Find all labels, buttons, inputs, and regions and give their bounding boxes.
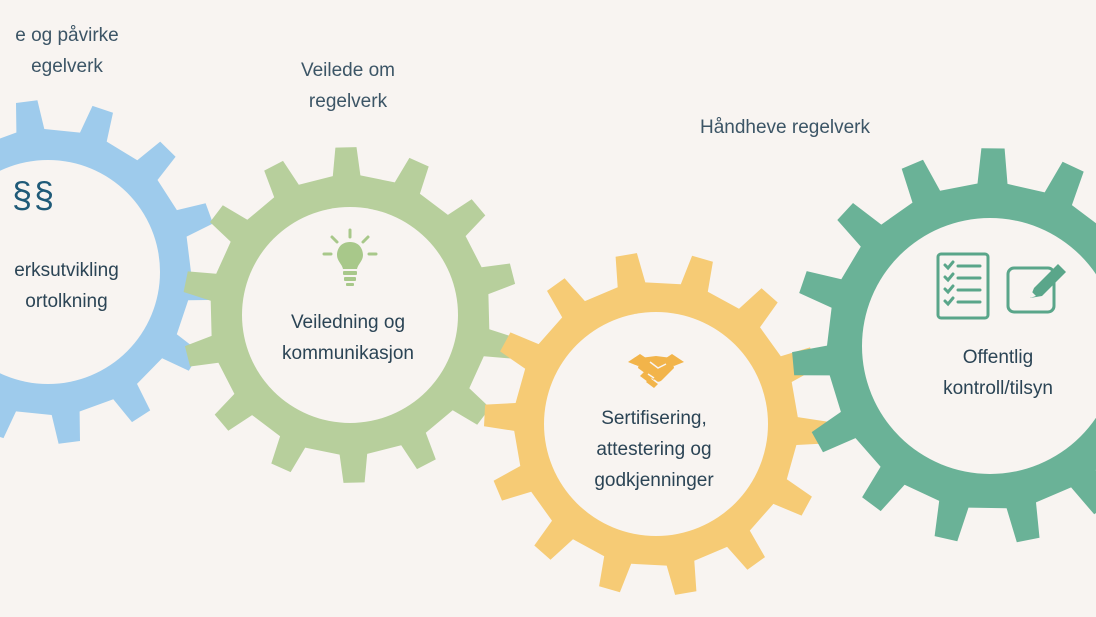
gear-green-center [242, 207, 458, 423]
lightbulb-icon [322, 228, 378, 286]
gear-yellow-label-line-3: godkjenninger [594, 470, 714, 491]
gear-yellow-center [544, 312, 768, 536]
gear-blue-label-line-2: ortolkning [25, 291, 108, 312]
gear-yellow-label-line-1: Sertifisering, [601, 408, 707, 429]
caption-teal-line-1: Håndheve regelverk [699, 117, 871, 138]
gear-green-label-line-1: Veiledning og [290, 312, 406, 333]
edit-icon [1006, 264, 1066, 314]
gear-teal-label: Offentlig kontroll/tilsyn [908, 342, 1088, 404]
gear-green-label: Veiledning og kommunikasjon [258, 307, 438, 369]
gear-blue-label-line-1: erksutvikling [14, 260, 119, 281]
caption-blue-line-2: egelverk [31, 56, 103, 77]
gear-teal-label-line-2: kontroll/tilsyn [943, 378, 1053, 399]
gear-yellow-label: Sertifisering, attestering og godkjennin… [564, 403, 744, 496]
paragraph-icon: §§ [12, 174, 57, 215]
gear-teal-center [862, 218, 1096, 474]
caption-green-line-2: regelverk [308, 91, 388, 112]
gear-teal-label-line-1: Offentlig [962, 347, 1034, 368]
checklist-icon [936, 252, 990, 320]
caption-green-line-1: Veilede om [300, 60, 395, 81]
caption-blue: e og påvirke egelverk [0, 20, 142, 82]
caption-blue-line-1: e og påvirke [15, 25, 119, 46]
gear-blue-label: erksutvikling ortolkning [0, 255, 139, 317]
handshake-icon [628, 354, 684, 388]
caption-green: Veilede om regelverk [268, 55, 428, 117]
gear-green-label-line-2: kommunikasjon [282, 343, 414, 364]
caption-teal: Håndheve regelverk [665, 112, 905, 143]
gear-blue-center [0, 160, 160, 384]
gear-yellow-label-line-2: attestering og [596, 439, 712, 460]
